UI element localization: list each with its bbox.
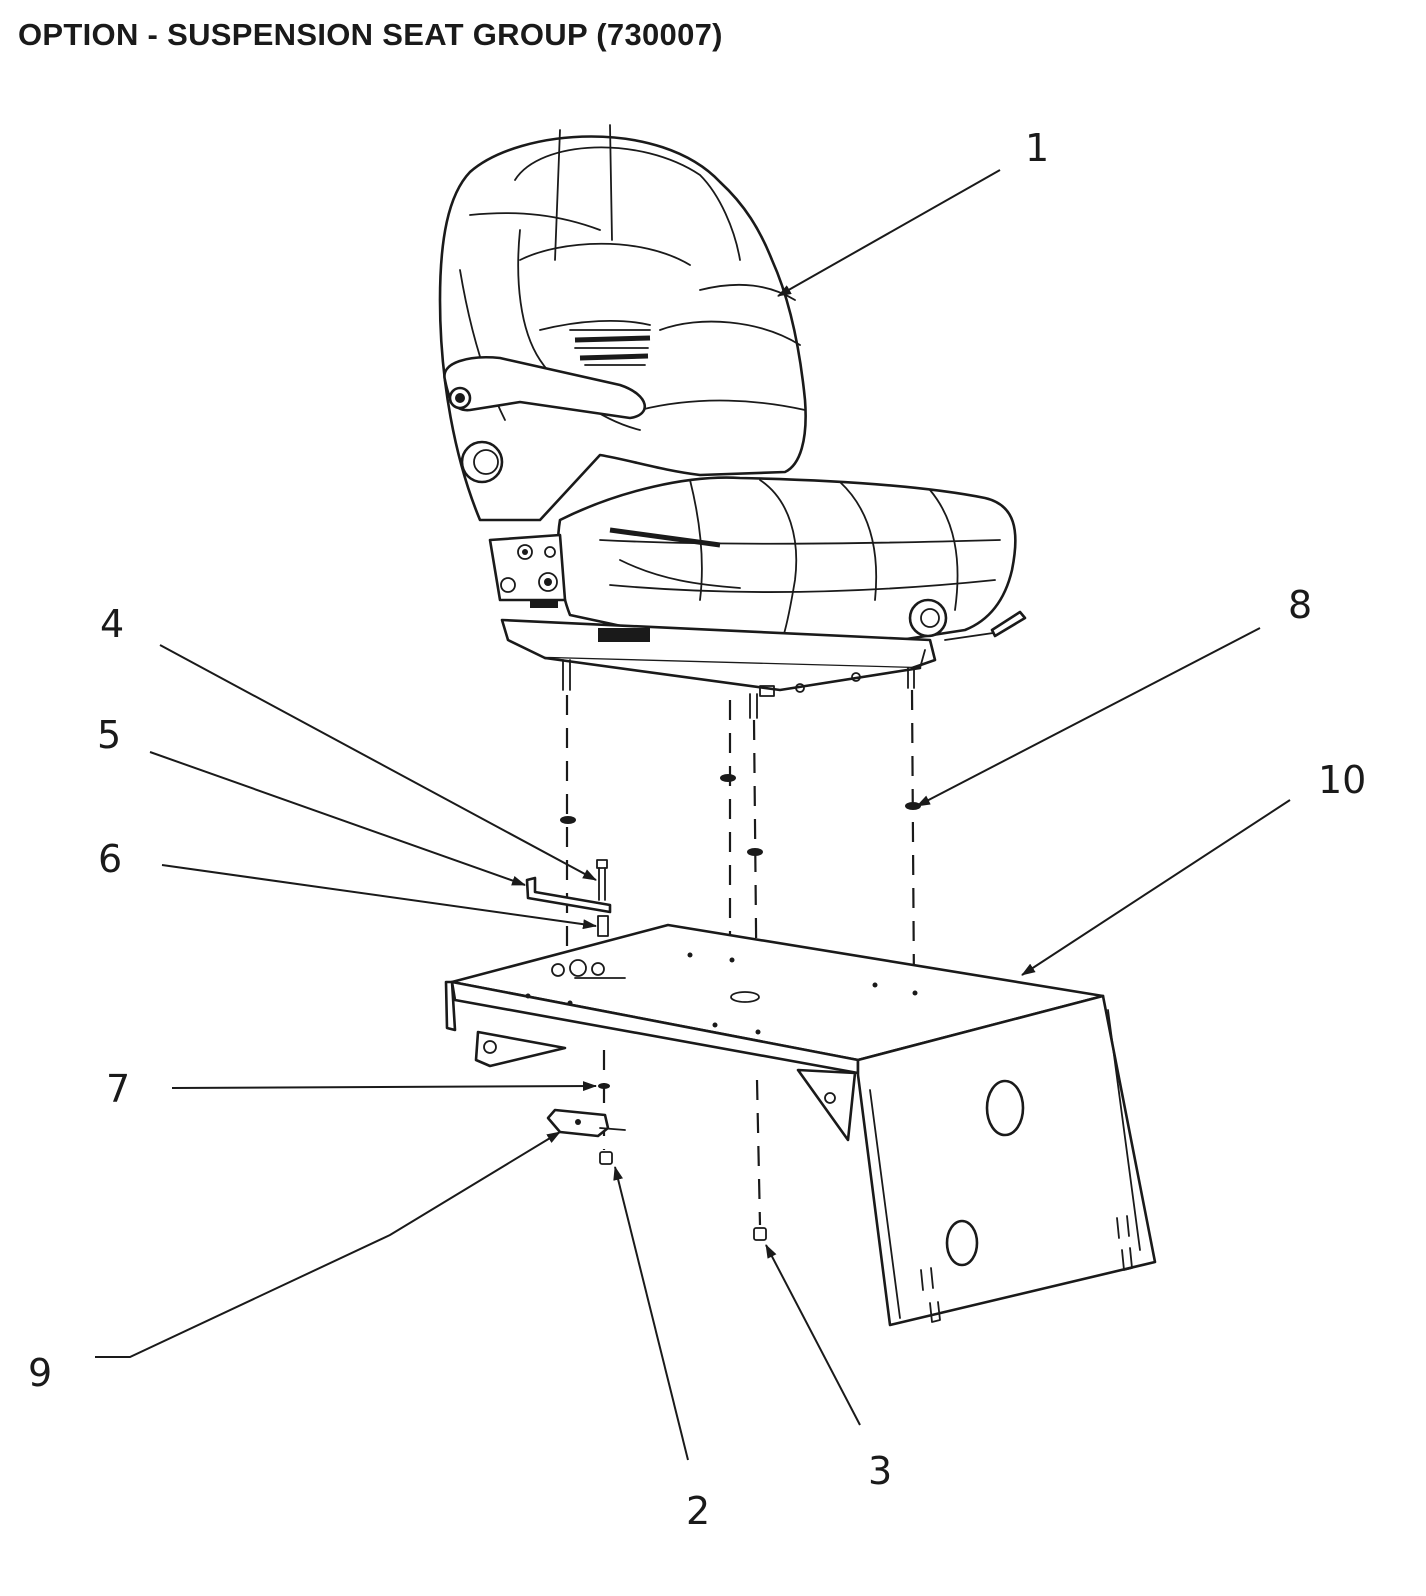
- suspension-seat-part: [438, 124, 1027, 719]
- callout-6: 6: [98, 837, 122, 881]
- callout-10: 10: [1318, 758, 1366, 802]
- bolt-part: [596, 859, 608, 901]
- seat-mount-plate-part: [444, 923, 1157, 1327]
- page-title: OPTION - SUSPENSION SEAT GROUP (730007): [18, 17, 723, 52]
- nut-part-2: [599, 1151, 613, 1165]
- callout-5: 5: [97, 713, 121, 757]
- callout-4: 4: [100, 602, 124, 646]
- callout-leader-lines: [95, 169, 1291, 1461]
- spacer-part: [597, 915, 609, 937]
- callout-9: 9: [28, 1351, 52, 1395]
- callout-3: 3: [868, 1449, 892, 1493]
- callout-2: 2: [686, 1489, 710, 1533]
- callout-8: 8: [1288, 583, 1312, 627]
- bracket-part: [525, 876, 612, 914]
- assembly-centerlines: [565, 689, 916, 1226]
- callout-1: 1: [1025, 126, 1049, 170]
- callout-7: 7: [106, 1067, 130, 1111]
- nut-part-3: [753, 1227, 767, 1241]
- washers: [560, 774, 921, 1089]
